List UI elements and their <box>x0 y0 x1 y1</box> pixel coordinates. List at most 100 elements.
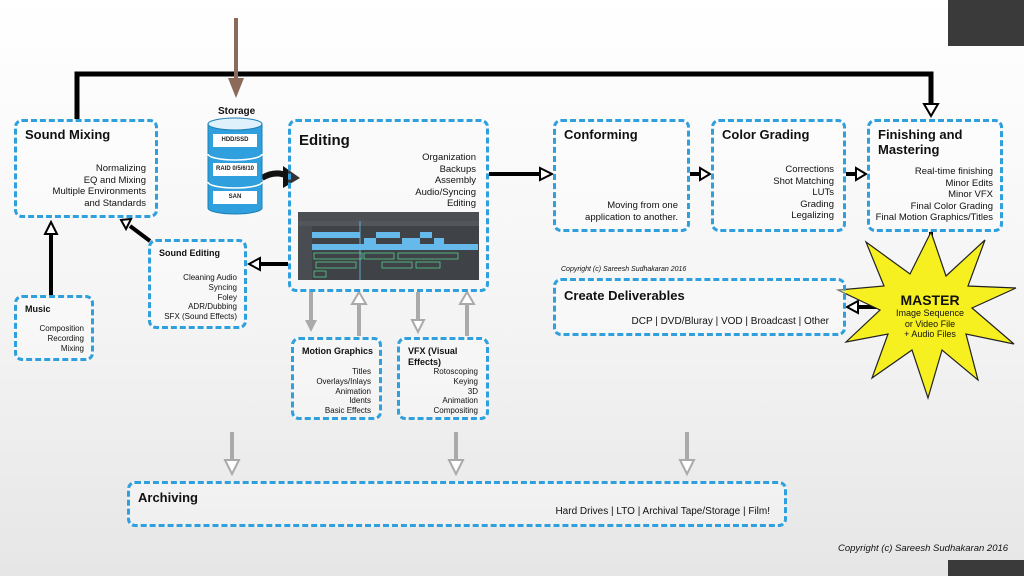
finishing-tasks: Real-time finishing Minor Edits Minor VF… <box>876 166 993 224</box>
motion-graphics-title: Motion Graphics <box>302 346 374 356</box>
editing-vfx-arrows <box>410 290 476 336</box>
music-to-mixing-arrow <box>43 219 59 296</box>
storage-title: Storage <box>218 106 256 117</box>
archiving-title: Archiving <box>138 490 198 505</box>
task-item: Rotoscoping <box>433 367 478 376</box>
master-line: Image Sequence <box>895 308 965 318</box>
task-item: Organization <box>422 152 476 163</box>
task-item: ADR/Dubbing <box>188 302 237 312</box>
task-item: Animation <box>335 386 371 396</box>
task-item: Multiple Environments <box>52 186 146 197</box>
task-item: Real-time finishing <box>914 166 993 177</box>
sound-mixing-tasks: Normalizing EQ and Mixing Multiple Envir… <box>53 163 146 209</box>
task-item: Assembly <box>434 175 476 186</box>
vfx-box: VFX (Visual Effects) Rotoscoping Keying … <box>397 337 489 420</box>
master-label: MASTER Image Sequence or Video File + Au… <box>880 292 980 340</box>
editing-tasks: Organization Backups Assembly Audio/Sync… <box>415 152 476 210</box>
vfx-title: VFX (Visual Effects) <box>408 346 458 367</box>
editing-title: Editing <box>299 132 350 149</box>
task-item: Moving from one <box>607 200 678 211</box>
copyright-note: Copyright (c) Sareesh Sudhakaran 2016 <box>561 266 687 273</box>
finishing-mastering-title: Finishing and Mastering <box>878 127 963 157</box>
task-item: EQ and Mixing <box>83 174 146 186</box>
task-item: Normalizing <box>95 163 146 174</box>
editing-to-sound-editing-arrow <box>246 256 288 272</box>
task-item: 3D <box>467 386 478 396</box>
storage-input-arrow <box>228 18 244 98</box>
vfx-tasks: Rotoscoping Keying 3D Animation Composit… <box>434 367 478 416</box>
conforming-tasks: Moving from one application to another. <box>585 200 678 223</box>
task-item: Syncing <box>208 282 237 292</box>
editing-timeline-thumbnail <box>298 212 479 280</box>
task-item: Minor VFX <box>948 189 993 200</box>
sound-mixing-title: Sound Mixing <box>25 127 111 142</box>
task-item: Foley <box>217 292 237 302</box>
storage-disk-label: RAID 0/5/6/10 <box>215 166 255 172</box>
sound-editing-box: Sound Editing Cleaning Audio Syncing Fol… <box>148 239 247 329</box>
storage-disk-label: SAN <box>228 194 242 200</box>
task-item: Backups <box>439 163 476 175</box>
copyright-footer: Copyright (c) Sareesh Sudhakaran 2016 <box>838 543 1009 554</box>
conforming-box: Conforming Moving from one application t… <box>553 119 690 232</box>
task-item: Audio/Syncing <box>415 186 476 198</box>
editing-box: Editing Organization Backups Assembly Au… <box>288 119 489 292</box>
music-tasks: Composition Recording Mixing <box>40 324 84 353</box>
master-line: + Audio Files <box>904 329 956 339</box>
task-item: Grading <box>800 198 834 210</box>
task-item: Recording <box>47 333 84 343</box>
motion-graphics-tasks: Titles Overlays/Inlays Animation Idents … <box>316 367 371 416</box>
conforming-title: Conforming <box>564 127 638 142</box>
color-grading-box: Color Grading Corrections Shot Matching … <box>711 119 846 232</box>
master-title: MASTER <box>900 292 960 308</box>
finishing-mastering-box: Finishing and Mastering Real-time finish… <box>867 119 1003 232</box>
motion-graphics-box: Motion Graphics Titles Overlays/Inlays A… <box>291 337 382 420</box>
sound-mixing-box: Sound Mixing Normalizing EQ and Mixing M… <box>14 119 158 218</box>
music-title: Music <box>25 304 51 314</box>
storage-to-editing-arrow <box>260 166 300 188</box>
deliverables-formats: DCP | DVD/Bluray | VOD | Broadcast | Oth… <box>631 316 830 327</box>
task-item: Keying <box>453 376 478 386</box>
task-item: application to another. <box>585 211 678 223</box>
editing-to-conforming-arrow <box>489 166 555 182</box>
task-item: Mixing <box>60 343 84 353</box>
sound-editing-to-mixing-arrow <box>119 217 152 243</box>
conforming-to-color-arrow <box>690 166 712 182</box>
task-item: Minor Edits <box>945 177 993 189</box>
task-item: Basic Effects <box>324 406 371 416</box>
storage-disk-label: HDD/SSD <box>221 137 249 143</box>
task-item: Cleaning Audio <box>183 273 237 282</box>
task-item: Titles <box>352 367 371 376</box>
task-item: Composition <box>39 324 84 333</box>
color-to-finishing-arrow <box>846 166 868 182</box>
master-starburst <box>835 230 1017 401</box>
create-deliverables-title: Create Deliverables <box>564 288 685 303</box>
archiving-media: Hard Drives | LTO | Archival Tape/Storag… <box>555 506 770 517</box>
task-item: Compositing <box>433 406 478 416</box>
top-loop-arrow <box>74 71 940 119</box>
color-grading-title: Color Grading <box>722 127 810 142</box>
sound-editing-title: Sound Editing <box>159 248 220 258</box>
task-item: and Standards <box>84 197 146 209</box>
task-item: Overlays/Inlays <box>316 376 371 386</box>
task-item: Idents <box>349 396 371 406</box>
sound-editing-tasks: Cleaning Audio Syncing Foley ADR/Dubbing… <box>164 273 237 322</box>
task-item: SFX (Sound Effects) <box>164 312 237 322</box>
archiving-box: Archiving Hard Drives | LTO | Archival T… <box>127 481 787 527</box>
create-deliverables-box: Create Deliverables DCP | DVD/Bluray | V… <box>553 278 846 336</box>
task-item: Final Motion Graphics/Titles <box>875 212 993 223</box>
task-item: Final Color Grading <box>910 200 993 212</box>
task-item: Shot Matching <box>773 175 834 187</box>
storage-database-icon <box>207 117 263 215</box>
task-item: LUTs <box>812 187 834 198</box>
bottom-right-corner-block <box>948 560 1024 576</box>
task-item: Editing <box>446 198 476 209</box>
music-box: Music Composition Recording Mixing <box>14 295 94 361</box>
top-right-corner-block <box>948 0 1024 46</box>
task-item: Animation <box>442 396 478 406</box>
color-grading-tasks: Corrections Shot Matching LUTs Grading L… <box>773 164 834 222</box>
archiving-input-arrows <box>223 432 696 477</box>
editing-motion-graphics-arrows <box>305 290 368 336</box>
task-item: Legalizing <box>791 210 834 221</box>
task-item: Corrections <box>785 164 834 175</box>
